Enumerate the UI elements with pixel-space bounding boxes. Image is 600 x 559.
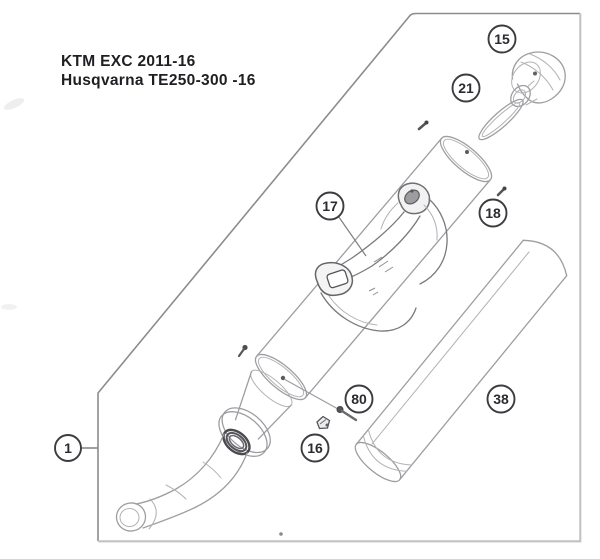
title-line-2: Husqvarna TE250-300 -16 (61, 72, 256, 89)
graphite-seal-rings (222, 428, 251, 456)
callout-21: 21 (451, 73, 481, 103)
callout-18-label: 18 (485, 205, 501, 221)
callout-17-label: 17 (322, 198, 338, 214)
callout-80: 80 (344, 384, 374, 414)
callout-1-label: 1 (64, 440, 72, 456)
panel-border (97, 12, 582, 543)
screw-small-right (496, 186, 507, 197)
callouts: 15 21 17 18 38 80 16 1 (54, 24, 517, 463)
small-fasteners (237, 120, 507, 430)
paper-smudges (1, 98, 25, 310)
clamp-16-drawing (316, 415, 331, 430)
screw-small-left (237, 344, 248, 358)
cap-rivet-dot (533, 71, 537, 76)
leader-line-80 (283, 378, 339, 410)
silencer-body-drawing (254, 135, 493, 401)
bracket-bushing (404, 189, 420, 205)
callout-38: 38 (486, 384, 516, 414)
bracket-slot (326, 269, 349, 289)
title-block: KTM EXC 2011-16 Husqvarna TE250-300 -16 (61, 53, 256, 89)
callout-15-label: 15 (494, 31, 510, 47)
outer-sleeve-drawing (354, 239, 568, 483)
end-cap-drawing (510, 51, 566, 108)
screw-80-drawing (283, 378, 358, 422)
callout-18: 18 (478, 198, 508, 228)
callout-21-label: 21 (458, 80, 474, 96)
speck-dot (279, 532, 283, 536)
header-pipe-drawing (115, 369, 293, 536)
title-line-1: KTM EXC 2011-16 (61, 53, 196, 70)
callout-16: 16 (300, 433, 330, 463)
panel-border-dark-edge (97, 12, 580, 541)
callout-38-label: 38 (493, 391, 509, 407)
pipe-open-end (115, 502, 147, 532)
callout-15: 15 (487, 24, 517, 54)
leader-line-17 (338, 216, 367, 257)
mount-bracket-drawing (314, 182, 448, 332)
callout-80-label: 80 (351, 391, 367, 407)
rivet-dot (465, 150, 469, 154)
screw-small-top (417, 120, 429, 131)
callout-1: 1 (54, 434, 82, 462)
callout-17: 17 (315, 191, 345, 221)
o-ring-drawing (478, 98, 524, 141)
callout-16-label: 16 (307, 440, 323, 456)
body-logo-marks (368, 256, 394, 296)
panel-border-light-edge (98, 13, 582, 543)
